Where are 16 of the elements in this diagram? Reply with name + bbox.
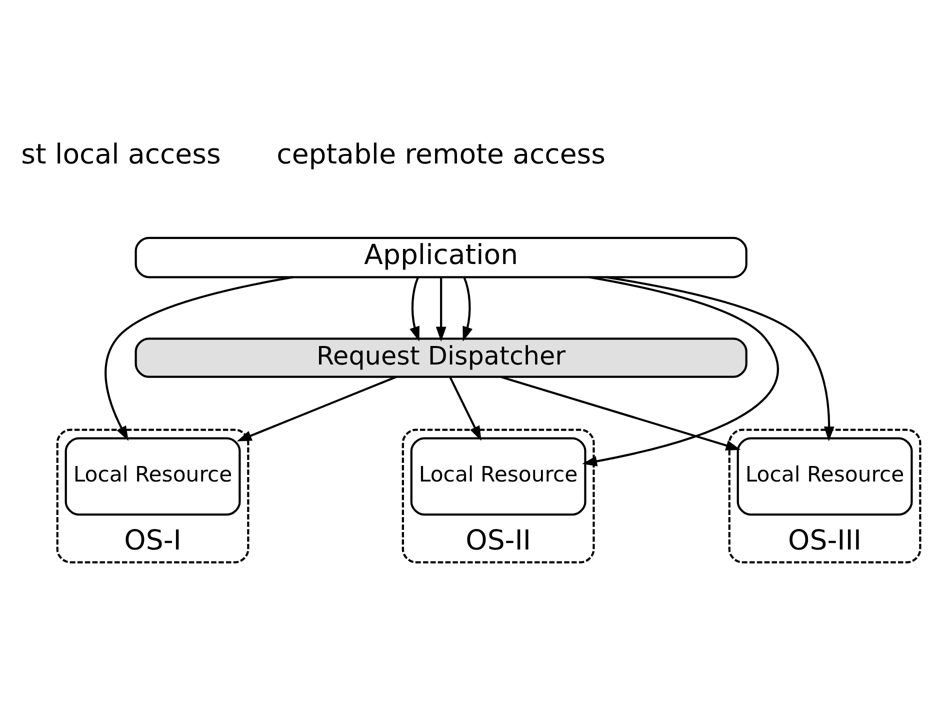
node-box: Local Resource	[410, 436, 586, 516]
arrow	[236, 375, 397, 441]
arrow	[410, 276, 420, 342]
node-box: Application	[134, 236, 748, 278]
node-box: Request Dispatcher	[134, 337, 748, 378]
arrow	[449, 376, 482, 440]
node-box: Local Resource	[736, 436, 913, 516]
arrow	[582, 276, 779, 466]
arrow	[436, 277, 446, 342]
label: st local access	[21, 138, 221, 170]
arrow	[462, 276, 473, 342]
arrow	[500, 375, 741, 450]
node-box: Local Resource	[64, 436, 241, 516]
arrow	[606, 276, 834, 441]
arrow	[104, 276, 294, 440]
label: ceptable remote access	[276, 138, 606, 170]
